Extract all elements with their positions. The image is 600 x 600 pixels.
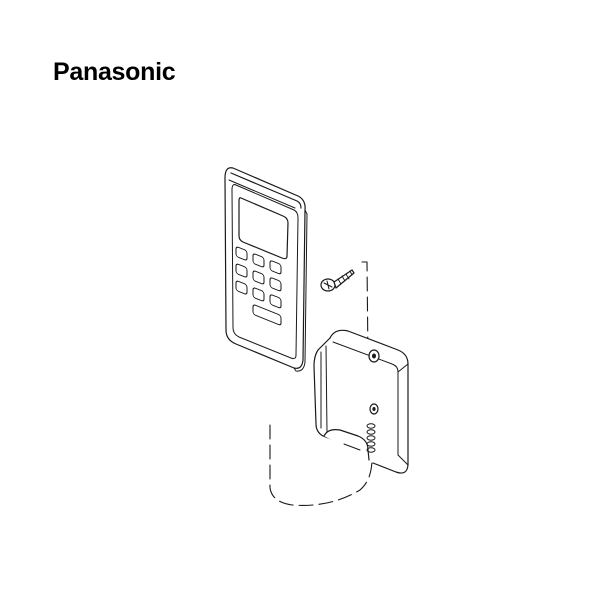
- bracket-back-plate: [329, 329, 409, 474]
- bracket-grip-ridges: [366, 423, 376, 453]
- screw-guide-line: [361, 261, 369, 361]
- installation-guide-lines: [269, 261, 373, 506]
- remote-top-edge: [230, 172, 302, 209]
- bracket-icon: [313, 329, 409, 474]
- panasonic-logo: Panasonic: [53, 58, 176, 86]
- screw-icon: [320, 269, 355, 292]
- remote-guide-line: [269, 424, 373, 506]
- remote-button-grid: [235, 246, 282, 326]
- remote-control-icon: [224, 167, 308, 372]
- bracket-right-wall: [397, 363, 409, 466]
- remote-display-window: [238, 197, 289, 260]
